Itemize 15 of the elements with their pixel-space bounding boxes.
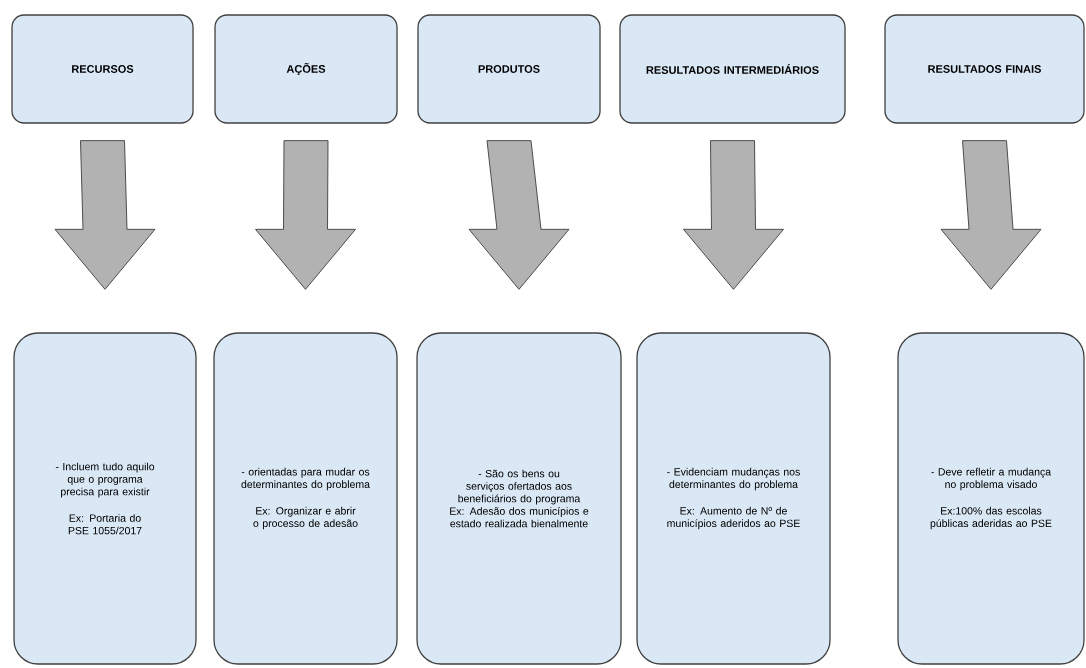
block-arrow — [54, 140, 156, 290]
description-box: - Evidenciam mudanças nos determinantes do problema Ex: Aumento de Nº de municípios aderidos ao PSE — [636, 332, 831, 665]
block-arrow — [683, 140, 784, 290]
category-box: RESULTADOS FINAIS — [884, 14, 1085, 124]
block-arrow — [468, 140, 570, 290]
block-arrow — [255, 140, 356, 290]
description-box: - São os bens ou serviços ofertados aos beneficiários do programa Ex: Adesão dos municípios e estado realizada bienalmente — [416, 332, 622, 665]
description-box: - Deve refletir a mudança no problema visado Ex:100% das escolas públicas aderidas ao PSE — [897, 332, 1085, 665]
block-arrow — [940, 140, 1042, 290]
description-box: - Incluem tudo aquilo que o programa precisa para existir Ex: Portaria do PSE 1055/2017 — [13, 332, 197, 665]
category-box: AÇÕES — [214, 14, 398, 124]
category-box: RECURSOS — [11, 14, 194, 124]
category-box: PRODUTOS — [417, 14, 601, 124]
description-box: - orientadas para mudar os determinantes do problema Ex: Organizar e abrir o processo de adesão — [213, 332, 398, 665]
category-box: RESULTADOS INTERMEDIÁRIOS — [619, 14, 846, 124]
